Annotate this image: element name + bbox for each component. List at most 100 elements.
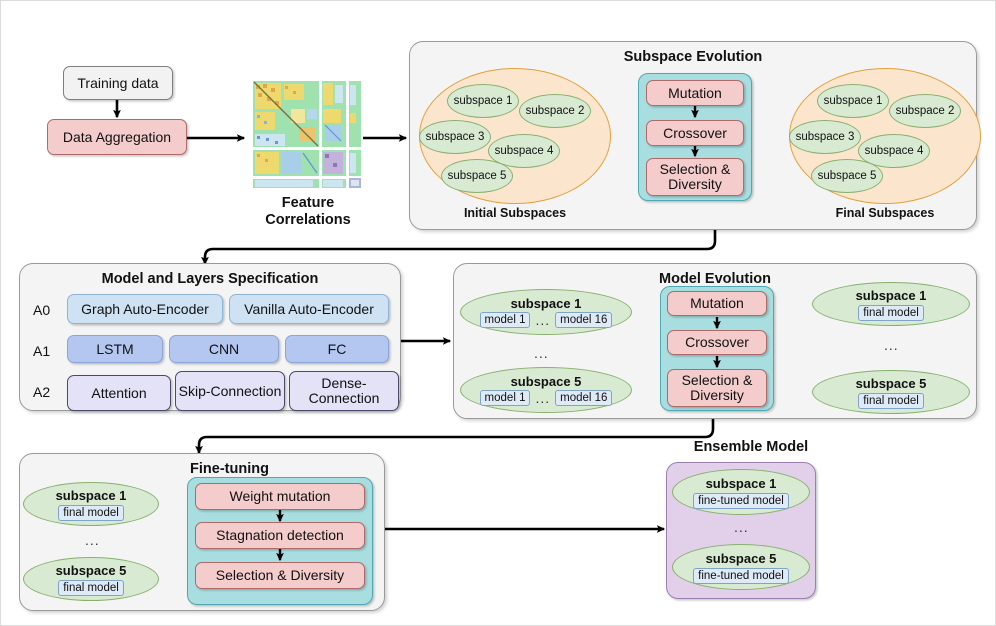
initial-subspace-4[interactable]: subspace 4 (488, 134, 560, 168)
layer-cnn-label: CNN (208, 340, 240, 357)
layer-vanilla-auto-encoder[interactable]: Vanilla Auto-Encoder (229, 294, 389, 324)
me-output-subspace-1[interactable]: subspace 1 final model (812, 282, 970, 326)
layer-skip-connection[interactable]: Skip-Connection (175, 371, 285, 411)
data-aggregation-node[interactable]: Data Aggregation (47, 119, 187, 155)
initial-subspace-1[interactable]: subspace 1 (447, 84, 519, 118)
ft-op-selection-diversity[interactable]: Selection & Diversity (195, 562, 365, 589)
subspace-op-crossover[interactable]: Crossover (646, 120, 744, 146)
layer-graph-auto-encoder-label: Graph Auto-Encoder (81, 300, 209, 317)
training-data-node[interactable]: Training data (63, 66, 173, 100)
layer-row-label-a2: A2 (33, 384, 51, 400)
initial-subspace-3[interactable]: subspace 3 (419, 120, 491, 154)
me-input-subspace-5-first: model 1 (479, 390, 531, 406)
ft-op-stagnation-detection-label: Stagnation detection (216, 527, 344, 544)
ensemble-subspace-1[interactable]: subspace 1 fine-tuned model (672, 469, 810, 515)
subspace-op-selection-diversity-label: Selection & Diversity (659, 161, 731, 192)
initial-subspace-2-label: subspace 2 (525, 105, 585, 117)
final-subspace-2-label: subspace 2 (895, 105, 955, 117)
ft-input-subspace-1[interactable]: subspace 1 final model (23, 482, 159, 526)
ft-op-stagnation-detection[interactable]: Stagnation detection (195, 522, 365, 549)
layer-lstm[interactable]: LSTM (67, 335, 163, 363)
ensemble-ellipsis: ... (734, 519, 749, 535)
me-input-subspace-5-last: model 16 (555, 390, 613, 406)
subspace-op-selection-diversity[interactable]: Selection & Diversity (646, 158, 744, 196)
initial-subspace-2[interactable]: subspace 2 (519, 94, 591, 128)
ensemble-subspace-5-model: fine-tuned model (693, 567, 789, 584)
ft-op-weight-mutation-label: Weight mutation (229, 488, 331, 505)
me-op-selection-diversity-label: Selection & Diversity (681, 372, 753, 403)
ensemble-subspace-5[interactable]: subspace 5 fine-tuned model (672, 544, 810, 590)
me-op-mutation[interactable]: Mutation (667, 291, 767, 316)
layer-dense-connection-label: Dense-Connection (308, 375, 380, 406)
fine-tuning-ops-arrows (276, 510, 284, 562)
feature-correlations-line2: Correlations (265, 211, 351, 228)
ft-input-subspace-5-name: subspace 5 (55, 562, 127, 578)
me-input-subspace-1[interactable]: subspace 1 model 1 ... model 16 (460, 289, 632, 335)
final-subspace-3-label: subspace 3 (795, 131, 855, 143)
training-data-label: Training data (77, 74, 159, 91)
final-subspace-5[interactable]: subspace 5 (811, 159, 883, 193)
me-input-subspace-5-sep: ... (535, 390, 551, 406)
final-subspace-2[interactable]: subspace 2 (889, 94, 961, 128)
ft-input-subspace-5-model: final model (58, 579, 124, 596)
model-evolution-title: Model Evolution (659, 271, 771, 287)
final-subspace-4-label: subspace 4 (864, 145, 924, 157)
final-subspace-1[interactable]: subspace 1 (817, 84, 889, 118)
initial-subspace-4-label: subspace 4 (494, 145, 554, 157)
me-op-mutation-label: Mutation (690, 295, 744, 312)
subspace-ops-arrows (691, 106, 699, 158)
layer-row-label-a1: A1 (33, 343, 51, 359)
ft-input-subspace-5[interactable]: subspace 5 final model (23, 557, 159, 601)
final-subspace-5-label: subspace 5 (817, 170, 877, 182)
layer-skip-connection-label: Skip-Connection (178, 382, 282, 399)
layer-graph-auto-encoder[interactable]: Graph Auto-Encoder (67, 294, 223, 324)
ensemble-model-title: Ensemble Model (693, 439, 809, 455)
me-input-subspace-1-first: model 1 (479, 312, 531, 328)
ensemble-subspace-5-name: subspace 5 (705, 550, 777, 566)
me-output-subspace-5-model: final model (858, 392, 924, 409)
final-subspace-3[interactable]: subspace 3 (789, 120, 861, 154)
me-output-subspace-1-model: final model (858, 304, 924, 321)
layer-attention[interactable]: Attention (67, 375, 171, 411)
model-layers-title: Model and Layers Specification (101, 271, 319, 287)
layer-lstm-label: LSTM (96, 340, 134, 357)
me-input-ellipsis: ... (534, 345, 549, 361)
final-subspaces-caption: Final Subspaces (835, 206, 935, 220)
ensemble-subspace-1-model: fine-tuned model (693, 492, 789, 509)
ft-input-ellipsis: ... (85, 532, 100, 548)
me-output-subspace-1-name: subspace 1 (855, 287, 927, 303)
me-input-subspace-1-last: model 16 (555, 312, 613, 328)
ensemble-subspace-1-name: subspace 1 (705, 475, 777, 491)
me-output-subspace-5[interactable]: subspace 5 final model (812, 370, 970, 414)
layer-attention-label: Attention (91, 384, 147, 401)
me-input-subspace-1-name: subspace 1 (510, 296, 582, 311)
layer-row-label-a0: A0 (33, 302, 51, 318)
me-op-crossover[interactable]: Crossover (667, 330, 767, 355)
me-output-subspace-5-name: subspace 5 (855, 375, 927, 391)
me-input-subspace-5[interactable]: subspace 5 model 1 ... model 16 (460, 367, 632, 413)
layer-fc-label: FC (327, 340, 347, 357)
layer-vanilla-auto-encoder-label: Vanilla Auto-Encoder (244, 300, 374, 317)
me-input-subspace-5-name: subspace 5 (510, 374, 582, 389)
fine-tuning-title: Fine-tuning (190, 461, 269, 477)
me-op-crossover-label: Crossover (685, 334, 749, 351)
initial-subspace-5[interactable]: subspace 5 (441, 159, 513, 193)
me-output-ellipsis: ... (884, 337, 899, 353)
ft-op-weight-mutation[interactable]: Weight mutation (195, 483, 365, 510)
model-evolution-ops-arrows (713, 317, 721, 369)
subspace-evolution-title: Subspace Evolution (623, 49, 763, 65)
ft-input-subspace-1-name: subspace 1 (55, 487, 127, 503)
initial-subspaces-caption: Initial Subspaces (463, 206, 567, 220)
subspace-op-crossover-label: Crossover (663, 124, 727, 141)
layer-fc[interactable]: FC (285, 335, 389, 363)
me-op-selection-diversity[interactable]: Selection & Diversity (667, 369, 767, 407)
initial-subspace-1-label: subspace 1 (453, 95, 513, 107)
layer-cnn[interactable]: CNN (169, 335, 279, 363)
subspace-op-mutation[interactable]: Mutation (646, 80, 744, 106)
layer-dense-connection[interactable]: Dense-Connection (289, 371, 399, 411)
subspace-op-mutation-label: Mutation (668, 84, 722, 101)
initial-subspace-3-label: subspace 3 (425, 131, 485, 143)
ft-op-selection-diversity-label: Selection & Diversity (215, 567, 345, 584)
ft-input-subspace-1-model: final model (58, 504, 124, 521)
